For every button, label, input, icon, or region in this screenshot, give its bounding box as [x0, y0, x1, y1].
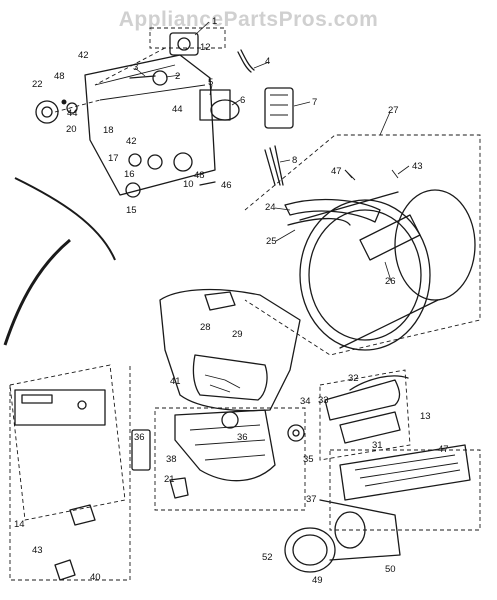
callout-10: 10	[183, 179, 194, 190]
front-shroud	[159, 288, 301, 412]
callout-46: 46	[221, 180, 232, 191]
callout-48a: 48	[54, 71, 65, 82]
idler-pulley-bracket	[287, 369, 411, 461]
drum-assembly	[244, 134, 481, 356]
cabinet-curve-lower	[3, 238, 71, 346]
wire-harness	[237, 49, 294, 186]
base-duct	[284, 444, 481, 573]
callout-20: 20	[66, 124, 77, 135]
callout-15: 15	[126, 205, 137, 216]
callout-43a: 43	[412, 161, 423, 172]
callout-25: 25	[266, 236, 277, 247]
callout-7: 7	[312, 97, 317, 108]
callout-21: 21	[164, 474, 175, 485]
lint-filter	[131, 407, 306, 511]
callout-48b: 48	[194, 170, 205, 181]
callout-26: 26	[385, 276, 396, 287]
callout-28: 28	[200, 322, 211, 333]
callout-32: 32	[348, 373, 359, 384]
callout-18: 18	[103, 125, 114, 136]
control-panel	[9, 364, 131, 581]
callout-41: 41	[170, 376, 181, 387]
callout-14: 14	[14, 519, 25, 530]
callout-13: 13	[420, 411, 431, 422]
leader-lines	[134, 21, 410, 282]
callout-24: 24	[265, 202, 276, 213]
callout-47a: 47	[331, 166, 342, 177]
callout-42a: 42	[78, 50, 89, 61]
callout-27: 27	[388, 105, 399, 116]
callout-49: 49	[312, 575, 323, 586]
callout-40: 40	[90, 572, 101, 583]
callout-35: 35	[303, 454, 314, 465]
callout-44a: 44	[67, 108, 78, 119]
callout-43b: 43	[32, 545, 43, 556]
callout-22: 22	[32, 79, 43, 90]
callout-29: 29	[232, 329, 243, 340]
callout-38: 38	[166, 454, 177, 465]
control-bracket-assembly	[35, 27, 240, 198]
callout-44b: 44	[172, 104, 183, 115]
callout-2: 2	[175, 71, 180, 82]
callout-50: 50	[385, 564, 396, 575]
callout-1: 1	[212, 16, 217, 27]
callout-37: 37	[306, 494, 317, 505]
callout-47b: 47	[438, 444, 449, 455]
callout-12: 12	[200, 42, 211, 53]
callouts: 1 2 3 4 5 6 7 8 10 12 13 14 15 16 17 18 …	[14, 16, 449, 586]
callout-6: 6	[240, 95, 245, 106]
callout-17: 17	[108, 153, 119, 164]
callout-8: 8	[292, 155, 297, 166]
callout-34: 34	[300, 396, 311, 407]
callout-36b: 36	[237, 432, 248, 443]
cabinet-curve	[14, 177, 116, 261]
callout-5: 5	[208, 77, 213, 88]
callout-16: 16	[124, 169, 135, 180]
callout-36a: 36	[134, 432, 145, 443]
callout-31: 31	[372, 440, 383, 451]
callout-3: 3	[133, 62, 138, 73]
callout-4: 4	[265, 56, 270, 67]
callout-33: 33	[318, 395, 329, 406]
callout-52: 52	[262, 552, 273, 563]
callout-42b: 42	[126, 136, 137, 147]
